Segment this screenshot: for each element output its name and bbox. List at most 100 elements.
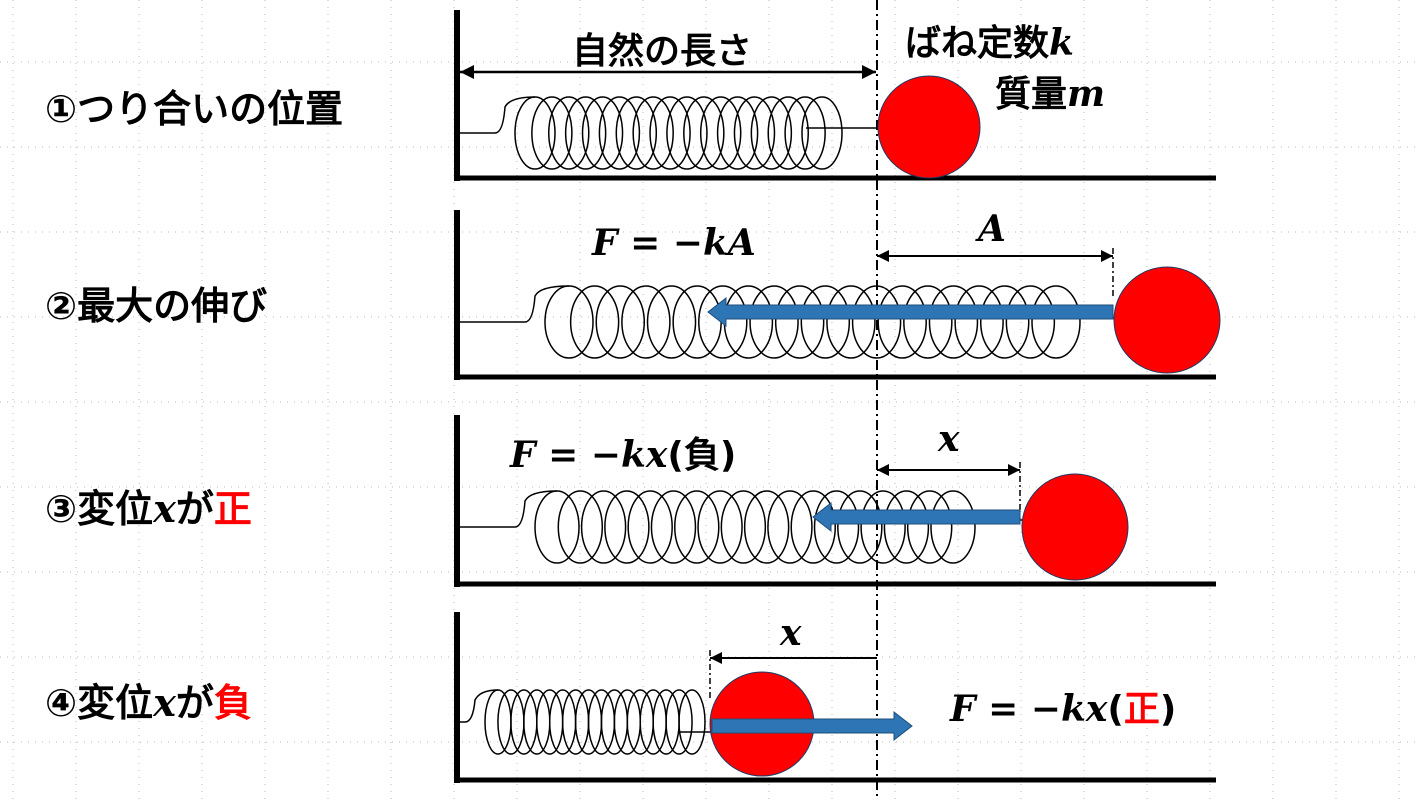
spring-coil bbox=[627, 490, 673, 564]
spring-coil bbox=[954, 285, 1004, 359]
row-label-max-stretch: ②最大の伸び bbox=[45, 284, 268, 328]
spring-coil bbox=[750, 96, 793, 170]
spring-coil bbox=[749, 285, 799, 359]
spring-coil bbox=[666, 96, 708, 170]
row-label-positive-displacement: ③変位xが正 bbox=[45, 478, 252, 533]
label-var: k bbox=[1049, 22, 1074, 64]
spring-coil bbox=[674, 490, 720, 564]
spring-coil bbox=[678, 689, 706, 755]
spring-coil bbox=[595, 285, 646, 359]
spring-coil bbox=[569, 285, 620, 359]
spring-lead bbox=[459, 490, 558, 528]
spring-coil bbox=[604, 490, 650, 564]
label-text: 質量 bbox=[995, 74, 1068, 115]
spring-coil bbox=[672, 285, 722, 359]
formula-paren: ) bbox=[1159, 689, 1177, 730]
row-label-negative-displacement: ④変位xが負 bbox=[45, 672, 252, 727]
formula: F = −kx bbox=[510, 434, 668, 476]
spring-coil bbox=[767, 96, 809, 170]
label-text: ④変位 bbox=[45, 681, 154, 725]
mass-ball bbox=[877, 75, 981, 179]
spring-coil bbox=[979, 285, 1030, 359]
spring-coil bbox=[581, 96, 624, 170]
spring-coil bbox=[883, 490, 930, 564]
spring-coil bbox=[598, 96, 641, 170]
spring-coil bbox=[646, 285, 697, 359]
spring-constant-label: ばね定数k bbox=[905, 14, 1074, 66]
label-text: が bbox=[175, 681, 214, 725]
spring-coil bbox=[813, 490, 860, 564]
spring-coil bbox=[548, 96, 590, 170]
spring-coil bbox=[683, 96, 725, 170]
spring-coil bbox=[615, 96, 658, 170]
label-sign: 正 bbox=[213, 487, 252, 531]
spring-coil bbox=[514, 96, 556, 170]
spring-coil bbox=[632, 96, 674, 170]
spring-coil bbox=[698, 285, 748, 359]
arrowhead-icon bbox=[877, 250, 889, 262]
label-text: ばね定数 bbox=[905, 23, 1050, 64]
spring-coil bbox=[650, 490, 697, 564]
row-label-equilibrium: ①つり合いの位置 bbox=[45, 87, 344, 131]
displacement-label: x bbox=[780, 612, 802, 654]
spring-coil bbox=[903, 285, 953, 359]
arrowhead-icon bbox=[710, 652, 722, 664]
spring-coil bbox=[774, 285, 825, 359]
spring-coil bbox=[665, 689, 693, 755]
spring-coil bbox=[531, 96, 573, 170]
label-text: ③変位 bbox=[45, 487, 154, 531]
spring-coil bbox=[557, 490, 604, 564]
spring-lead bbox=[459, 689, 499, 723]
spring-coil bbox=[743, 490, 790, 564]
force-positive-displacement-formula: F = −kx(負) bbox=[510, 426, 736, 478]
mass-label: 質量m bbox=[995, 65, 1105, 117]
spring-coil bbox=[851, 285, 902, 359]
label-var: x bbox=[153, 680, 176, 725]
spring-coil bbox=[580, 490, 627, 564]
spring-coil bbox=[716, 96, 759, 170]
arrowhead-icon bbox=[1101, 250, 1113, 262]
spring-coil bbox=[720, 490, 767, 564]
spring-coil bbox=[860, 490, 906, 564]
formula-paren: ( bbox=[1107, 689, 1124, 730]
spring-coil bbox=[1005, 285, 1056, 359]
spring-coil bbox=[1031, 285, 1081, 359]
spring-coil bbox=[649, 96, 691, 170]
spring-coil bbox=[930, 490, 976, 564]
spring-coil bbox=[801, 96, 843, 170]
spring-coil bbox=[837, 490, 883, 564]
arrowhead-icon bbox=[1008, 464, 1020, 476]
force-max-formula: F = −kA bbox=[592, 222, 756, 264]
formula-sign: 正 bbox=[1123, 689, 1160, 730]
force-negative-displacement-formula: F = −kx(正) bbox=[950, 680, 1176, 732]
formula-sign: (負) bbox=[667, 435, 737, 476]
force-arrow-icon bbox=[711, 710, 913, 742]
label-text: が bbox=[175, 487, 214, 531]
spring-coil bbox=[800, 285, 851, 359]
spring-coil bbox=[826, 285, 876, 359]
spring-lead bbox=[459, 285, 570, 323]
spring-coil bbox=[534, 490, 580, 564]
spring-coil bbox=[621, 285, 671, 359]
spring-coil bbox=[699, 96, 742, 170]
spring-coil bbox=[906, 490, 953, 564]
mass-ball bbox=[1113, 266, 1221, 374]
force-arrow-icon bbox=[707, 296, 1114, 328]
natural-length-label: 自然の長さ bbox=[572, 31, 753, 72]
mass-ball bbox=[1021, 473, 1129, 581]
spring-coil bbox=[564, 96, 607, 170]
spring-coil bbox=[723, 285, 774, 359]
amplitude-label: A bbox=[978, 208, 1006, 250]
spring-coil bbox=[928, 285, 979, 359]
label-sign: 負 bbox=[213, 681, 252, 725]
formula: F = −kx bbox=[950, 688, 1108, 730]
spring-coil bbox=[697, 490, 743, 564]
label-var: m bbox=[1067, 73, 1106, 115]
spring-coil bbox=[790, 490, 836, 564]
label-var: x bbox=[153, 486, 176, 531]
force-arrow-icon bbox=[812, 501, 1021, 533]
arrowhead-icon bbox=[877, 464, 889, 476]
spring-coil bbox=[733, 96, 776, 170]
spring-coil bbox=[877, 285, 927, 359]
